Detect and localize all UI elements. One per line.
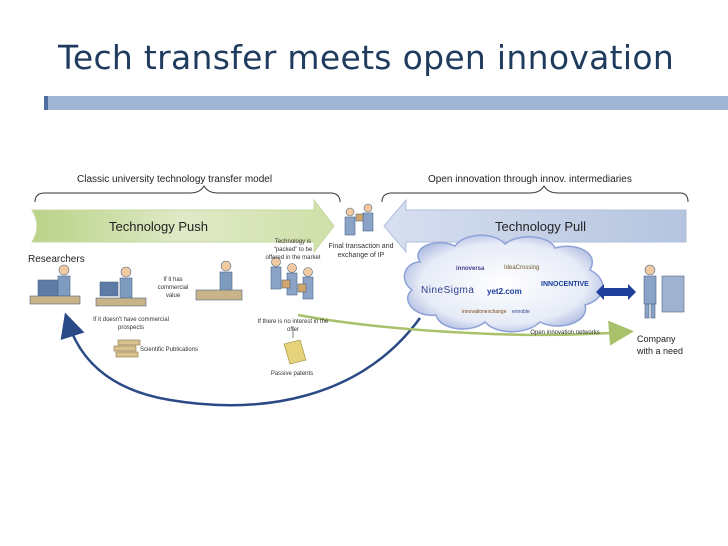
tech-transfer-team: [270, 257, 314, 300]
no-prospects-label: If it doesn't have commercial prospects: [93, 317, 169, 331]
company-label-line1: Company: [637, 334, 676, 344]
offer-arrow-to-company: [297, 313, 634, 346]
researcher-figure-3: [195, 260, 243, 301]
passive-patents-label: Passive patents: [270, 371, 314, 377]
cloud-company-double-arrow: [596, 284, 636, 300]
return-loop-arrow: [60, 312, 422, 407]
publications-stack-icon: [113, 339, 141, 358]
logo-innoversa: innoversa: [456, 266, 485, 272]
no-interest-label: If there is no interest in the offer: [257, 319, 329, 333]
logo-ideacrossing: IdeaCrossing: [504, 265, 540, 271]
passive-patents-folder-icon: [283, 339, 307, 365]
right-brace: [381, 184, 689, 203]
right-bracket-label: Open innovation through innov. intermedi…: [428, 174, 632, 185]
company-label-line2: with a need: [637, 346, 684, 356]
technology-pull-label: Technology Pull: [495, 219, 587, 234]
technology-push-arrow: [31, 198, 335, 254]
scientific-publications-label: Scientific Publications: [140, 347, 199, 353]
left-brace: [34, 184, 341, 203]
technology-push-label: Technology Push: [109, 219, 209, 234]
open-innovation-networks-label: Open innovation networks: [530, 330, 600, 336]
logo-yet2com: yet2.com: [487, 287, 522, 296]
logo-ninesigma: NineSigma: [421, 285, 475, 296]
researchers-label: Researchers: [28, 254, 85, 265]
open-innovation-cloud: [403, 234, 604, 333]
technology-pull-arrow: [383, 198, 687, 254]
final-transaction-label: Final transaction and exchange of IP: [328, 243, 394, 259]
transaction-figure: [344, 203, 374, 236]
slide-title: Tech transfer meets open innovation: [58, 38, 675, 77]
company-figure: [643, 264, 685, 319]
logo-ennoble: ennoble: [512, 309, 530, 315]
researcher-figure-1: [29, 264, 81, 305]
packed-technology-label: Technology is “packed” to be offered in …: [265, 239, 321, 261]
commercial-value-label: If it has commercial value: [157, 277, 189, 299]
title-rule-accent: [44, 96, 48, 110]
left-bracket-label: Classic university technology transfer m…: [77, 174, 273, 185]
logo-innocentive: INNOCENTIVE: [541, 281, 589, 288]
logo-innovationexchange: innovationexchange: [462, 309, 507, 315]
title-rule: [48, 96, 728, 110]
researcher-figure-2: [95, 266, 147, 307]
